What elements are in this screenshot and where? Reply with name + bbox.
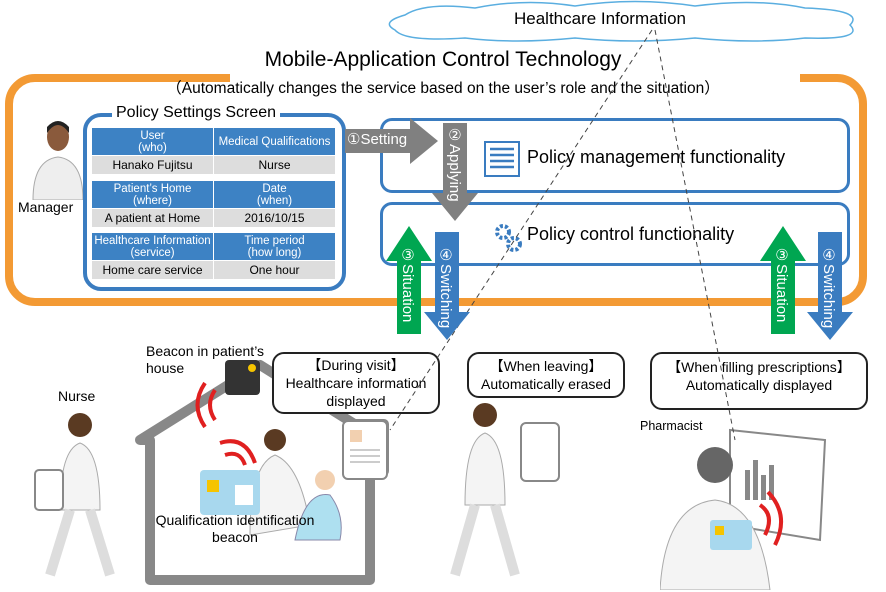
policy-value-cell[interactable]: One hour [214, 261, 335, 279]
nurse-figure [34, 413, 115, 577]
policy-value-cell[interactable]: Hanako Fujitsu [92, 156, 213, 174]
prescriptions-text: Automatically displayed [685, 377, 833, 393]
policy-header-cell: Patient’s Home(where) [92, 181, 213, 208]
switching-label-right: ④Switching [820, 246, 837, 329]
setting-label: ①Setting [347, 131, 408, 148]
policy-value-cell[interactable]: Nurse [214, 156, 335, 174]
policy-header-cell: Medical Qualifications [214, 128, 335, 155]
beacon-house-label: Beacon in patient’s house [146, 343, 265, 376]
tablet-blank [520, 422, 560, 482]
main-title: Mobile-Application Control Technology [264, 48, 622, 71]
header-text: Patient’s Home [113, 182, 192, 195]
leaving-bubble: 【When leaving】 Automatically erased [467, 352, 625, 398]
policy-management-label: Policy management functionality [527, 147, 786, 167]
pharmacist-figure [660, 428, 827, 590]
header-subtext: (who) [138, 141, 167, 154]
leaving-text: Automatically erased [481, 376, 611, 392]
during-visit-bubble: 【During visit】 Healthcare information di… [272, 352, 440, 414]
list-icon [484, 141, 520, 177]
cloud-label: Healthcare Information [514, 9, 686, 28]
situation-label-right: ③Situation [773, 246, 790, 323]
header-subtext: (when) [256, 194, 293, 207]
policy-panel-title: Policy Settings Screen [112, 104, 281, 122]
policy-header-cell: Healthcare Information(service) [92, 233, 213, 260]
manager-icon [32, 121, 84, 200]
header-text: Date [262, 182, 287, 195]
during-visit-text: Healthcare information displayed [285, 375, 427, 409]
tablet-with-info [342, 420, 388, 480]
manager-label: Manager [18, 199, 74, 215]
header-subtext: (how long) [247, 246, 302, 259]
applying-label: ②Applying [446, 126, 463, 202]
prescriptions-title: 【When filling prescriptions】 [667, 359, 851, 375]
situation-arrow-right [760, 226, 806, 334]
header-subtext: (service) [130, 246, 175, 259]
leaving-title: 【When leaving】 [489, 358, 603, 374]
nurse-label: Nurse [58, 388, 96, 404]
policy-value-cell[interactable]: A patient at Home [92, 209, 213, 227]
prescriptions-bubble: 【When filling prescriptions】 Automatical… [650, 352, 868, 410]
situation-label-left: ③Situation [399, 246, 416, 323]
policy-value-cell[interactable]: 2016/10/15 [214, 209, 335, 227]
policy-control-label: Policy control functionality [527, 224, 735, 244]
policy-header-cell: User(who) [92, 128, 213, 155]
gears-icon [495, 224, 522, 252]
policy-header-cell: Time period(how long) [214, 233, 335, 260]
header-text: Healthcare Information [94, 234, 211, 247]
during-visit-title: 【During visit】 [307, 357, 405, 373]
pharmacist-label: Pharmacist [640, 419, 703, 433]
header-subtext: (where) [133, 194, 172, 207]
qual-beacon-label: Qualification identification beacon [155, 512, 315, 545]
policy-header-cell: Date(when) [214, 181, 335, 208]
switching-label-left: ④Switching [437, 246, 454, 329]
policy-value-cell[interactable]: Home care service [92, 261, 213, 279]
header-text: Medical Qualifications [218, 135, 331, 148]
subtitle: （Automatically changes the service based… [166, 80, 720, 97]
switching-arrow-right [807, 232, 853, 340]
header-text: Time period [244, 234, 305, 247]
header-text: User [140, 129, 165, 142]
